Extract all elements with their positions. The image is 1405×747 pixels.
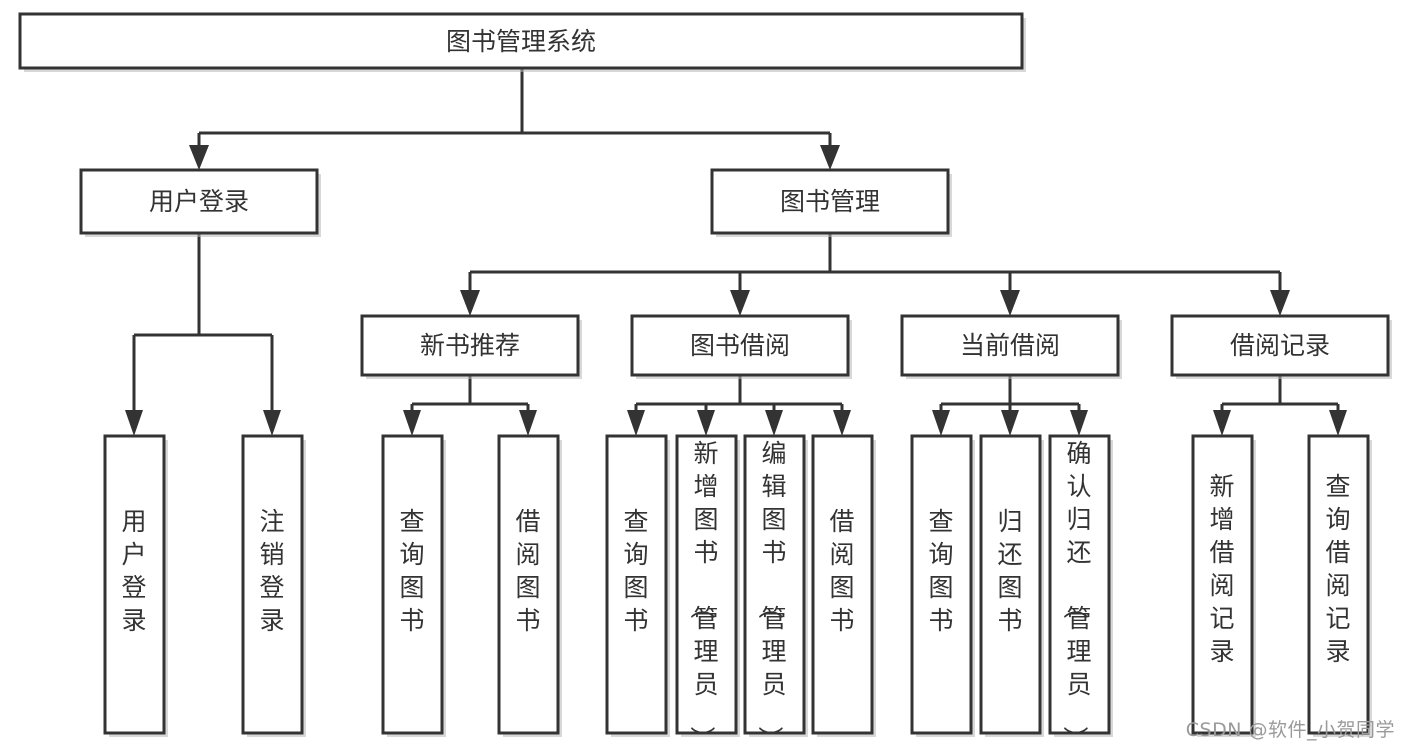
arrow-borrow-to-leaf2 <box>697 410 715 436</box>
node-leaf-records-add-rect <box>1191 434 1254 735</box>
arrow-login-to-leaf2 <box>263 410 281 436</box>
node-leaf-current-return-label: 归还图书 <box>997 507 1022 635</box>
arrow-current-to-leaf2 <box>1001 410 1019 436</box>
node-root-label: 图书管理系统 <box>446 27 596 56</box>
node-newbook-rect <box>360 314 580 377</box>
node-current[interactable]: 当前借阅 <box>900 314 1122 379</box>
node-login[interactable]: 用户登录 <box>79 168 321 237</box>
arrow-borrow-to-leaf3 <box>765 410 783 436</box>
node-leaf-borrow-lend[interactable]: 借阅图书 <box>811 434 876 737</box>
connector-layer <box>125 68 1347 436</box>
node-leaf-newbook-borrow-rect <box>497 434 560 735</box>
arrow-bookmgmt-to-records <box>1270 290 1290 316</box>
node-leaf-borrow-query[interactable]: 查询图书 <box>605 434 670 737</box>
node-leaf-user-login-rect <box>103 434 166 735</box>
node-leaf-borrow-add[interactable]: 新增图书（管理员） <box>675 434 740 747</box>
arrow-current-to-leaf3 <box>1070 410 1088 436</box>
node-borrow[interactable]: 图书借阅 <box>630 314 852 379</box>
node-current-label: 当前借阅 <box>960 331 1060 360</box>
node-newbook[interactable]: 新书推荐 <box>360 314 582 379</box>
arrow-bookmgmt-to-newbook <box>460 290 480 316</box>
node-leaf-newbook-borrow[interactable]: 借阅图书 <box>497 434 562 737</box>
node-leaf-borrow-edit-label: 编辑图书（管理员） <box>755 439 786 747</box>
node-leaf-current-confirm[interactable]: 确认归还（管理员） <box>1048 434 1113 747</box>
node-leaf-current-query-label: 查询图书 <box>928 507 953 635</box>
node-leaf-records-add-label: 新增借阅记录 <box>1209 472 1234 666</box>
node-leaf-records-query[interactable]: 查询借阅记录 <box>1307 434 1372 737</box>
node-leaf-user-login-label: 用户登录 <box>121 507 146 635</box>
node-records-label: 借阅记录 <box>1230 331 1330 360</box>
node-bookmgmt-rect <box>710 168 950 235</box>
node-records-rect <box>1170 314 1390 377</box>
node-leaf-current-query-rect <box>910 434 973 735</box>
node-leaf-records-query-rect <box>1307 434 1370 735</box>
node-root-rect <box>18 12 1024 70</box>
arrow-bookmgmt-to-current <box>1000 290 1020 316</box>
node-leaf-current-confirm-label: 确认归还（管理员） <box>1060 439 1091 747</box>
node-records[interactable]: 借阅记录 <box>1170 314 1392 379</box>
node-leaf-user-logout[interactable]: 注销登录 <box>241 434 306 737</box>
arrow-records-to-leaf2 <box>1329 410 1347 436</box>
node-leaf-current-return[interactable]: 归还图书 <box>979 434 1044 737</box>
node-leaf-newbook-borrow-label: 借阅图书 <box>515 507 540 635</box>
node-leaf-newbook-query-rect <box>381 434 444 735</box>
node-leaf-current-return-rect <box>979 434 1042 735</box>
node-leaf-newbook-query-label: 查询图书 <box>399 507 424 635</box>
node-leaf-records-add[interactable]: 新增借阅记录 <box>1191 434 1256 737</box>
node-bookmgmt-label: 图书管理 <box>780 187 880 216</box>
node-leaf-user-logout-label: 注销登录 <box>259 507 284 635</box>
node-leaf-records-query-label: 查询借阅记录 <box>1325 472 1350 666</box>
arrow-bookmgmt-to-borrow <box>730 290 750 316</box>
arrow-borrow-to-leaf1 <box>627 410 645 436</box>
arrow-root-to-bookmgmt <box>820 145 840 170</box>
arrow-root-to-login <box>189 145 209 170</box>
arrow-current-to-leaf1 <box>932 410 950 436</box>
node-borrow-rect <box>630 314 850 377</box>
node-leaf-current-query[interactable]: 查询图书 <box>910 434 975 737</box>
arrow-records-to-leaf1 <box>1213 410 1231 436</box>
node-current-rect <box>900 314 1120 377</box>
node-leaf-borrow-add-rect <box>675 434 738 735</box>
node-leaf-newbook-query[interactable]: 查询图书 <box>381 434 446 737</box>
node-leaf-borrow-edit-rect <box>743 434 806 735</box>
node-leaf-user-logout-rect <box>241 434 304 735</box>
node-newbook-label: 新书推荐 <box>420 331 520 360</box>
node-leaf-borrow-edit[interactable]: 编辑图书（管理员） <box>743 434 808 747</box>
node-login-label: 用户登录 <box>149 187 249 216</box>
node-leaf-borrow-query-rect <box>605 434 668 735</box>
node-borrow-label: 图书借阅 <box>690 331 790 360</box>
arrow-borrow-to-leaf4 <box>833 410 851 436</box>
node-leaf-borrow-lend-rect <box>811 434 874 735</box>
node-leaf-borrow-lend-label: 借阅图书 <box>829 507 854 635</box>
arrow-newbook-to-leaf1 <box>403 410 421 436</box>
node-leaf-borrow-add-label: 新增图书（管理员） <box>687 439 718 747</box>
node-leaf-user-login[interactable]: 用户登录 <box>103 434 168 737</box>
node-leaf-current-confirm-rect <box>1048 434 1111 735</box>
node-bookmgmt[interactable]: 图书管理 <box>710 168 952 237</box>
node-root[interactable]: 图书管理系统 <box>18 12 1026 72</box>
node-leaf-borrow-query-label: 查询图书 <box>623 507 648 635</box>
arrow-login-to-leaf1 <box>125 410 143 436</box>
node-login-rect <box>79 168 319 235</box>
arrow-newbook-to-leaf2 <box>519 410 537 436</box>
